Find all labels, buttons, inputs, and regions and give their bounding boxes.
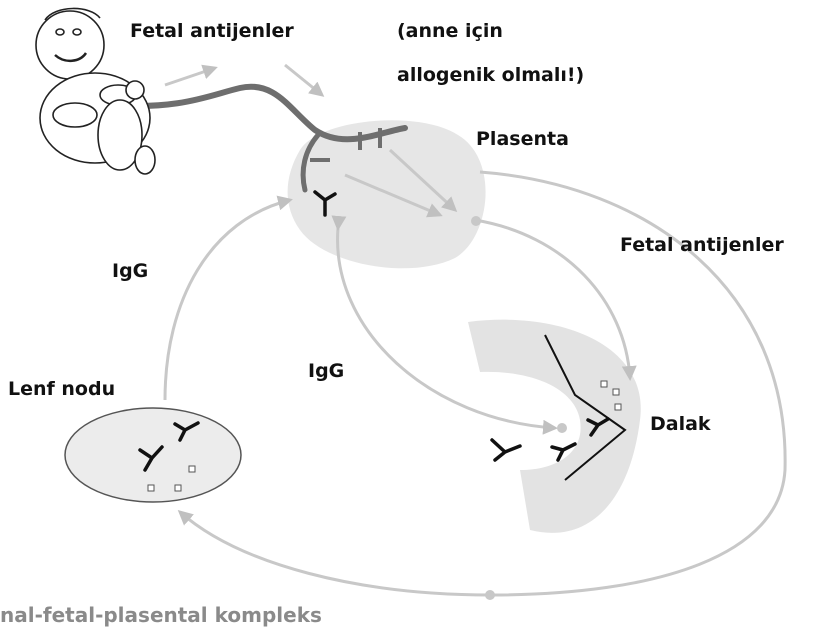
placenta-label: Plasenta — [476, 130, 569, 149]
antigen-square — [601, 381, 607, 387]
arrow-bottom-to-lymph — [180, 512, 490, 595]
junction-dot — [557, 423, 567, 433]
junction-dot — [471, 216, 481, 226]
antigen-square — [175, 485, 181, 491]
igg-label-center: IgG — [308, 362, 344, 381]
junction-dot — [485, 590, 495, 600]
caption-text: nal-fetal-plasental kompleks — [0, 605, 322, 625]
allogeneic-note-line1: (anne için — [397, 22, 503, 41]
arrow-lymph-to-placenta — [165, 200, 290, 400]
fetal-antigens-label-right: Fetal antijenler — [620, 236, 784, 255]
spleen-label: Dalak — [650, 415, 711, 434]
lymph-node-label: Lenf nodu — [8, 380, 115, 399]
antigen-square — [615, 404, 621, 410]
igg-label-left: IgG — [112, 262, 148, 281]
antigen-square — [189, 466, 195, 472]
fetal-antigens-label-top: Fetal antijenler — [130, 22, 294, 41]
antigen-square — [148, 485, 154, 491]
arrow-antigens-to-placenta — [285, 65, 322, 95]
antibody-spleen-1 — [492, 440, 520, 460]
allogeneic-note-line2: allogenik olmalı!) — [397, 66, 584, 85]
arrow-baby-to-antigens — [165, 68, 215, 85]
antigen-square — [613, 389, 619, 395]
